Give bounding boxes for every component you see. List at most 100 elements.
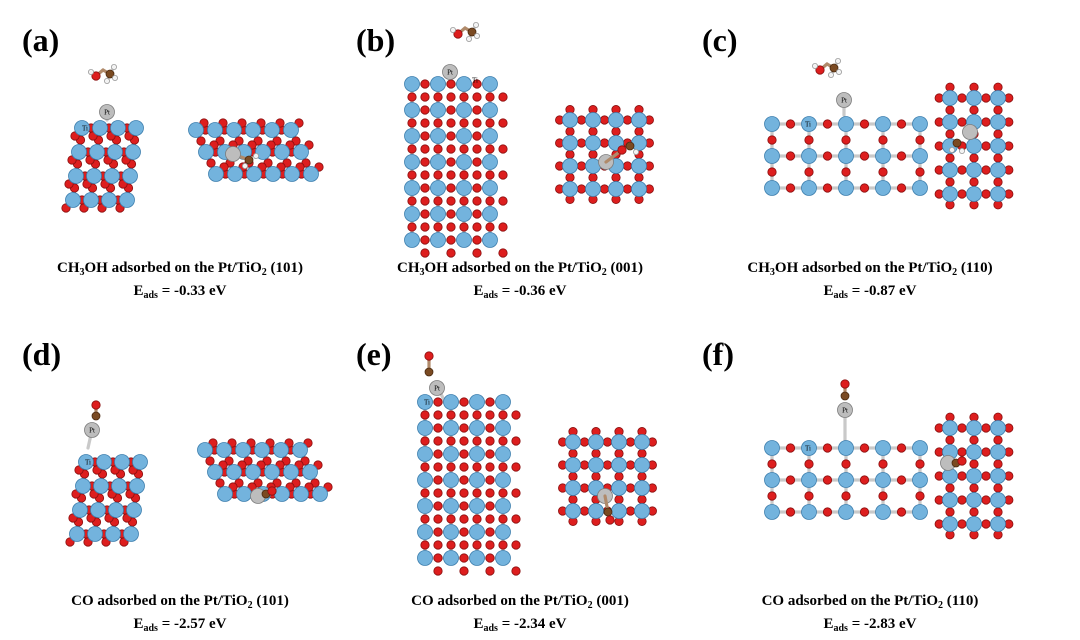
o-atom <box>579 483 590 493</box>
o-atom <box>511 540 521 550</box>
ti-atom <box>456 76 472 92</box>
ti-atom <box>114 454 130 470</box>
o-atom <box>485 501 495 511</box>
o-atom <box>637 494 647 505</box>
o-atom <box>804 459 814 469</box>
o-atom <box>511 514 521 524</box>
o-atom <box>981 495 991 505</box>
h-atom <box>835 69 842 76</box>
h-atom <box>88 69 95 76</box>
o-atom <box>433 514 443 524</box>
o-atom <box>957 519 967 529</box>
ti-atom <box>912 440 928 456</box>
pt-atom <box>84 422 100 438</box>
ti-atom <box>198 144 214 160</box>
h-atom <box>252 152 259 159</box>
o-atom <box>459 436 469 446</box>
ti-atom <box>273 442 289 458</box>
o-atom <box>565 149 575 160</box>
ti-atom <box>875 440 891 456</box>
o-atom <box>859 507 870 517</box>
site-label: Pt <box>842 407 848 415</box>
ti-atom <box>197 442 213 458</box>
o-atom <box>446 79 456 89</box>
o-atom <box>511 462 521 472</box>
o-atom <box>420 183 430 193</box>
h-atom <box>632 148 639 155</box>
o-atom <box>915 135 925 145</box>
ti-atom <box>495 524 511 540</box>
ti-atom <box>430 154 446 170</box>
ti-atom <box>608 181 624 197</box>
pt-atom <box>836 92 852 108</box>
ti-atom <box>111 478 127 494</box>
ti-atom <box>764 504 780 520</box>
o-atom <box>485 144 495 154</box>
o-atom <box>420 222 430 232</box>
ti-atom <box>78 454 94 470</box>
o-atom <box>485 196 495 206</box>
ti-atom <box>188 122 204 138</box>
ti-atom <box>942 162 958 178</box>
ti-atom <box>482 206 498 222</box>
ti-atom <box>417 420 433 436</box>
o-atom <box>993 153 1003 163</box>
ti-atom <box>430 180 446 196</box>
o-atom <box>637 448 647 459</box>
ti-atom <box>966 492 982 508</box>
ti-atom <box>264 122 280 138</box>
ti-atom <box>875 180 891 196</box>
o-atom <box>815 65 825 75</box>
ti-atom <box>72 502 88 518</box>
h-atom <box>834 58 841 65</box>
o-atom <box>485 170 495 180</box>
ti-atom <box>990 420 1006 436</box>
ti-atom <box>469 498 485 514</box>
ti-atom <box>912 180 928 196</box>
o-atom <box>957 456 967 466</box>
o-atom <box>446 488 456 498</box>
panel-label: (d) <box>22 336 62 372</box>
o-atom <box>579 437 590 447</box>
ti-atom <box>417 550 433 566</box>
o-atom <box>568 494 578 505</box>
o-atom <box>579 506 590 516</box>
o-atom <box>945 507 955 517</box>
site-label: Pt <box>89 427 95 435</box>
o-atom <box>511 410 521 420</box>
ti-atom <box>966 162 982 178</box>
o-atom <box>611 172 621 183</box>
o-atom <box>565 126 575 137</box>
o-atom <box>446 248 456 258</box>
ti-atom <box>245 122 261 138</box>
o-atom <box>472 248 482 258</box>
o-atom <box>485 118 495 128</box>
ti-atom <box>565 480 581 496</box>
o-atom <box>407 222 417 232</box>
o-atom <box>498 410 508 420</box>
ti-atom <box>68 168 84 184</box>
o-atom <box>945 129 955 139</box>
o-atom <box>433 475 443 485</box>
o-atom <box>446 540 456 550</box>
ti-atom <box>126 502 142 518</box>
o-atom <box>599 138 610 148</box>
adsorption-energy: Eads = -2.83 eV <box>823 616 917 634</box>
o-atom <box>498 462 508 472</box>
ti-atom <box>482 102 498 118</box>
o-atom <box>822 151 833 161</box>
o-atom <box>981 519 991 529</box>
ti-atom <box>838 472 854 488</box>
o-atom <box>433 436 443 446</box>
o-atom <box>625 483 636 493</box>
site-label: Ti <box>424 399 430 407</box>
ti-atom <box>430 102 446 118</box>
o-atom <box>459 118 469 128</box>
ti-atom <box>469 394 485 410</box>
ti-atom <box>208 166 224 182</box>
ti-atom <box>495 394 511 410</box>
o-atom <box>767 167 777 177</box>
ti-atom <box>107 144 123 160</box>
